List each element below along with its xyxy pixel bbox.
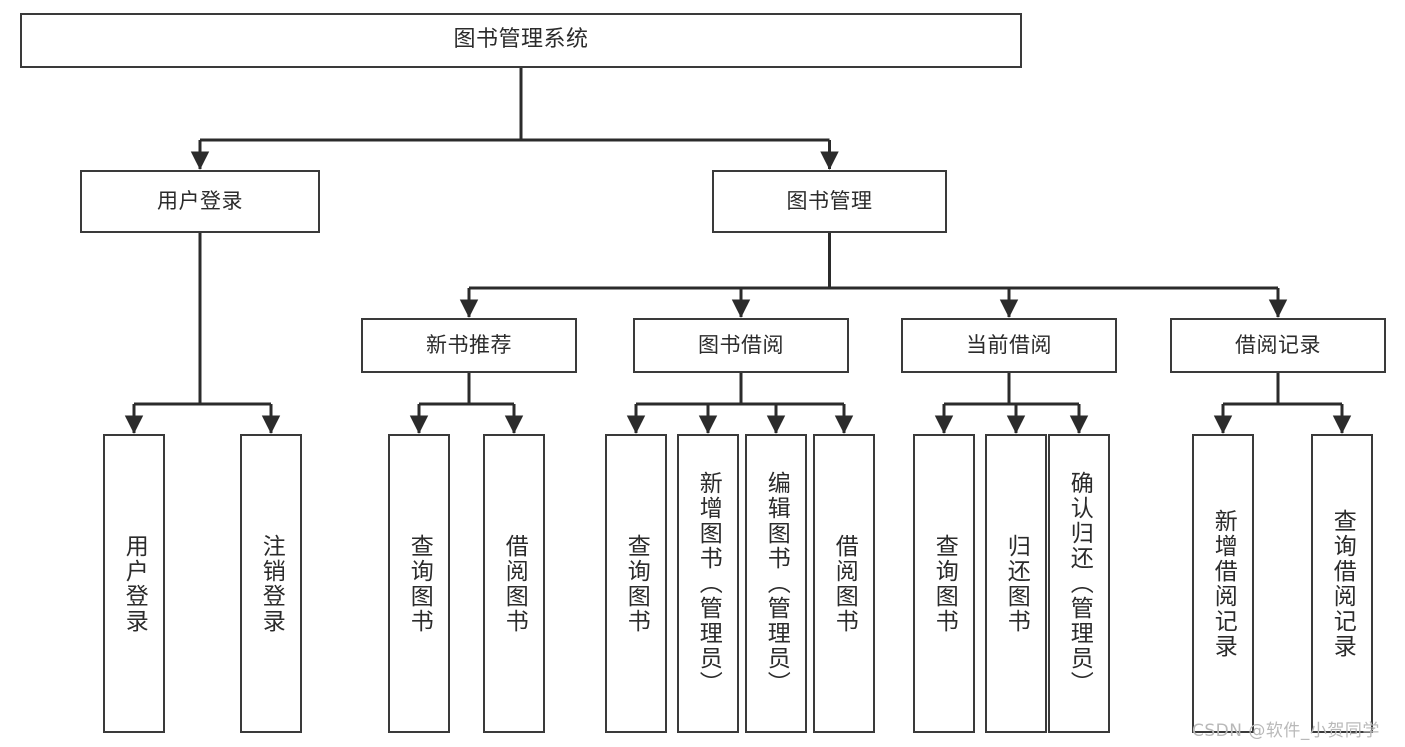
node-newbook[interactable]: 新书推荐 (361, 318, 577, 373)
node-label-login: 用户登录 (157, 188, 243, 213)
node-label-l-cq: 查询图书 (931, 533, 958, 634)
node-l-badd[interactable]: 新增图书（管理员） (677, 434, 739, 733)
node-l-radd[interactable]: 新增借阅记录 (1192, 434, 1254, 733)
node-label-root: 图书管理系统 (453, 27, 589, 53)
node-label-l-cconfirm: 确认归还（管理员） (1066, 471, 1093, 696)
node-l-nb-borrow[interactable]: 借阅图书 (483, 434, 545, 733)
node-label-newbook: 新书推荐 (426, 332, 512, 357)
node-label-l-creturn: 归还图书 (1003, 533, 1030, 634)
node-label-bookmgmt: 图书管理 (786, 188, 873, 213)
node-label-l-nb-query: 查询图书 (406, 533, 433, 634)
node-label-current: 当前借阅 (966, 332, 1052, 357)
node-label-l-bedit: 编辑图书（管理员） (763, 471, 790, 696)
node-l-rquery[interactable]: 查询借阅记录 (1311, 434, 1373, 733)
node-label-l-bborrow: 借阅图书 (831, 533, 858, 634)
node-label-l-login: 用户登录 (121, 533, 148, 634)
node-l-bq[interactable]: 查询图书 (605, 434, 667, 733)
node-records[interactable]: 借阅记录 (1170, 318, 1386, 373)
node-l-login[interactable]: 用户登录 (103, 434, 165, 733)
node-label-l-nb-borrow: 借阅图书 (501, 533, 528, 634)
node-current[interactable]: 当前借阅 (901, 318, 1117, 373)
watermark-text: CSDN @软件_小贺同学 (1192, 721, 1380, 741)
node-label-records: 借阅记录 (1235, 332, 1321, 357)
node-l-cq[interactable]: 查询图书 (913, 434, 975, 733)
node-bookmgmt[interactable]: 图书管理 (712, 170, 947, 233)
node-borrow[interactable]: 图书借阅 (633, 318, 849, 373)
node-l-bedit[interactable]: 编辑图书（管理员） (745, 434, 807, 733)
node-label-l-radd: 新增借阅记录 (1210, 508, 1237, 659)
node-login[interactable]: 用户登录 (80, 170, 320, 233)
node-label-l-bq: 查询图书 (623, 533, 650, 634)
node-label-l-badd: 新增图书（管理员） (695, 471, 722, 696)
node-l-cconfirm[interactable]: 确认归还（管理员） (1048, 434, 1110, 733)
node-l-logout[interactable]: 注销登录 (240, 434, 302, 733)
node-label-borrow: 图书借阅 (698, 332, 784, 357)
node-label-l-rquery: 查询借阅记录 (1329, 508, 1356, 659)
node-l-bborrow[interactable]: 借阅图书 (813, 434, 875, 733)
node-l-nb-query[interactable]: 查询图书 (388, 434, 450, 733)
node-l-creturn[interactable]: 归还图书 (985, 434, 1047, 733)
node-root[interactable]: 图书管理系统 (20, 13, 1022, 68)
node-label-l-logout: 注销登录 (258, 533, 285, 634)
